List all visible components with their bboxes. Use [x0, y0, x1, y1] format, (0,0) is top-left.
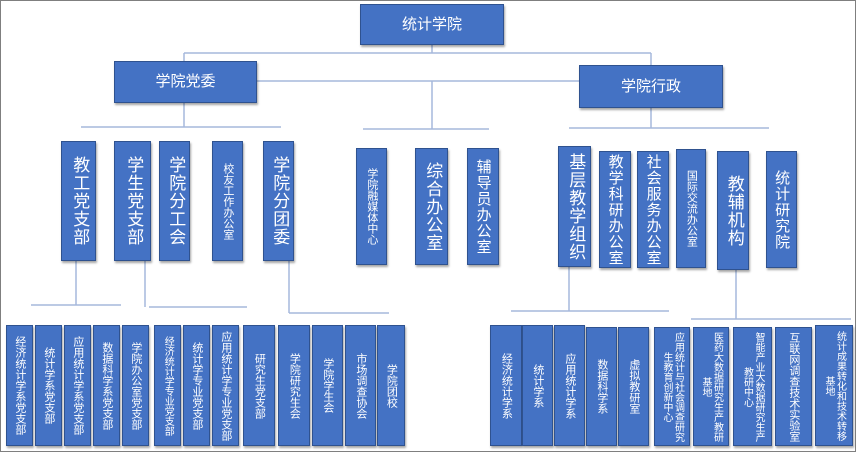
leaf-party-5: 经济统计学专业党支部 [154, 325, 181, 446]
node-teaching-support: 教辅机构 [717, 151, 749, 270]
node-administration: 学院行政 [579, 65, 723, 108]
leaf-party-11: 市场调查协会 [345, 325, 376, 446]
leaf-party-4: 学院办公室党支部 [122, 325, 149, 446]
leaf-admin-8: 互联网调查技术实验室 [775, 327, 812, 446]
leaf-party-0: 经济统计学系党支部 [6, 325, 33, 446]
node-teaching-organization: 基层教学组织 [558, 146, 591, 267]
node-social-service-office: 社会服务办公室 [637, 151, 669, 268]
node-youth-league-committee: 学院分团委 [263, 141, 294, 261]
leaf-admin-1: 统计学系 [522, 325, 553, 446]
node-media-center: 学院融媒体中心 [356, 148, 387, 265]
leaf-party-1: 统计学系党支部 [35, 325, 62, 446]
node-alumni-office: 校友工作办公室 [212, 141, 243, 261]
leaf-admin-4: 虚拟教研室 [618, 327, 649, 446]
node-faculty-party-branch: 教工党支部 [61, 141, 96, 261]
leaf-admin-7: 智能产业大数据研究生产教研中心 [733, 327, 772, 446]
leaf-admin-9: 统计成果转化和技术转移基地 [815, 325, 853, 446]
leaf-party-7: 应用统计学专业党支部 [212, 325, 239, 446]
leaf-party-8: 研究生党支部 [243, 325, 275, 446]
leaf-party-2: 应用统计学系党支部 [64, 325, 91, 446]
root-node: 统计学院 [360, 4, 504, 45]
leaf-admin-5: 应用统计与社会调查研究生教育创新中心 [654, 327, 690, 446]
leaf-admin-0: 经济统计学系 [490, 325, 522, 446]
leaf-admin-2: 应用统计学系 [554, 325, 585, 446]
node-student-party-branch: 学生党支部 [114, 141, 151, 261]
node-international-office: 国际交流办公室 [676, 149, 706, 268]
leaf-party-12: 学院团校 [377, 325, 405, 446]
node-party-committee: 学院党委 [114, 61, 257, 103]
node-branch-union: 学院分工会 [159, 141, 190, 261]
leaf-party-6: 统计学专业党支部 [183, 325, 210, 446]
leaf-admin-3: 数据科学系 [586, 327, 617, 446]
leaf-admin-6: 医药大数据研究生产教研基地 [693, 327, 729, 446]
leaf-party-3: 数据科学系党支部 [93, 325, 120, 446]
node-research-office: 教学科研办公室 [599, 151, 631, 268]
node-counselor-office: 辅导员办公室 [467, 148, 499, 265]
leaf-party-10: 学院学生会 [312, 325, 343, 446]
node-general-office: 综合办公室 [415, 148, 448, 265]
node-statistics-institute: 统计研究院 [766, 151, 797, 268]
leaf-party-9: 学院研究生会 [278, 325, 310, 446]
